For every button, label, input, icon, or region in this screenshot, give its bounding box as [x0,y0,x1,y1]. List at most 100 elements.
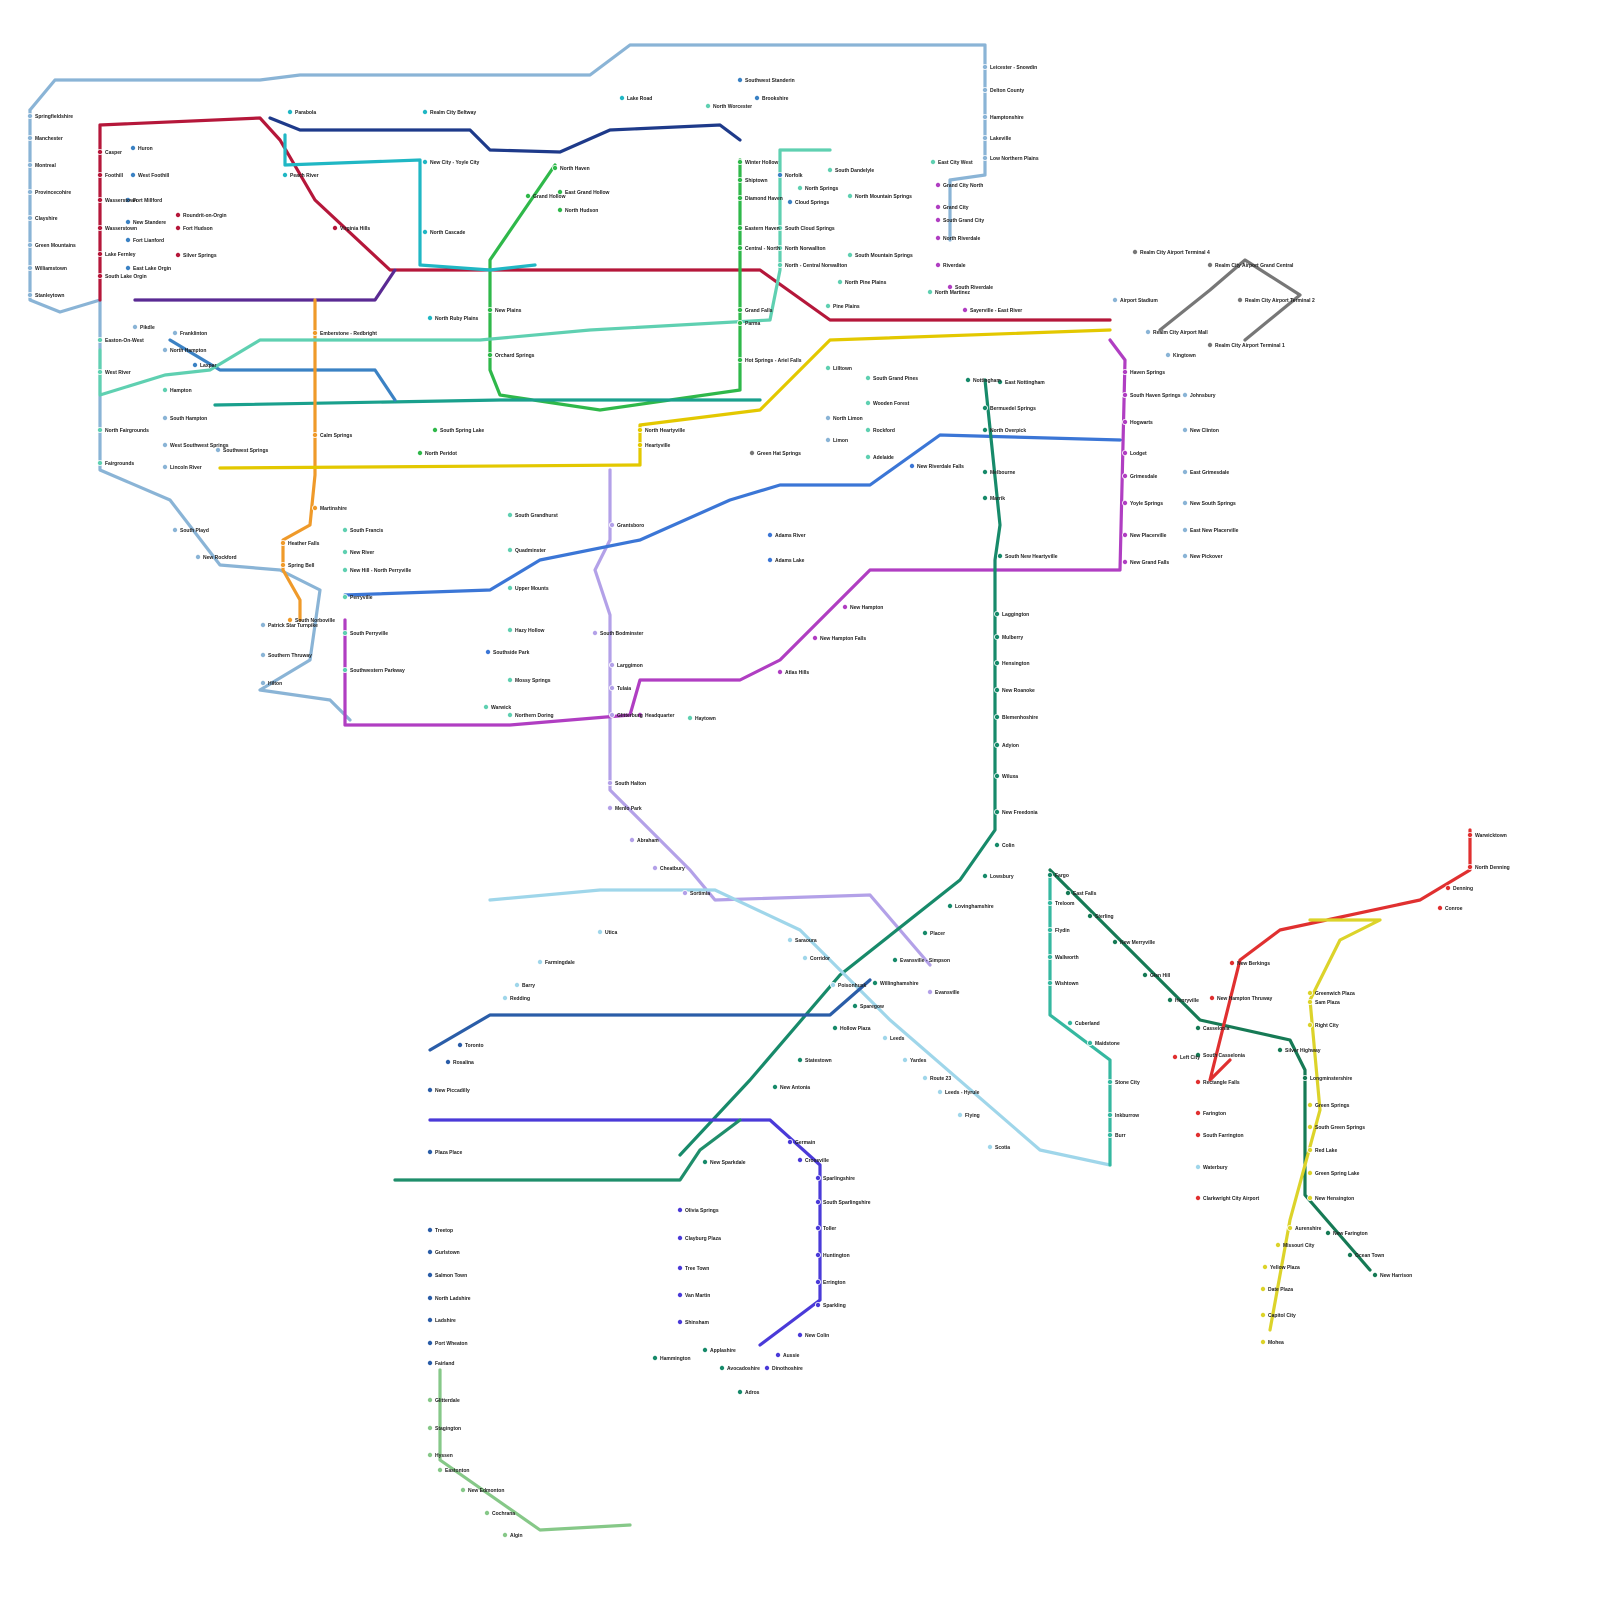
station-marker[interactable] [994,742,1001,749]
station-marker[interactable] [1067,1020,1074,1027]
station-marker[interactable] [837,278,844,285]
station-marker[interactable] [259,652,266,659]
station-marker[interactable] [174,224,181,231]
station-marker[interactable] [1260,1339,1267,1346]
station-marker[interactable] [194,554,201,561]
station-marker[interactable] [1307,1022,1314,1029]
station-marker[interactable] [957,1112,964,1119]
station-marker[interactable] [161,346,168,353]
station-marker[interactable] [131,323,138,330]
station-marker[interactable] [777,669,784,676]
station-marker[interactable] [26,214,33,221]
station-marker[interactable] [842,604,849,611]
station-marker[interactable] [129,171,136,178]
station-marker[interactable] [486,351,493,358]
station-marker[interactable] [797,184,804,191]
station-marker[interactable] [171,329,178,336]
station-marker[interactable] [311,504,318,511]
station-marker[interactable] [1437,905,1444,912]
station-marker[interactable] [421,228,428,235]
station-marker[interactable] [982,114,989,121]
station-marker[interactable] [281,171,288,178]
station-marker[interactable] [426,1249,433,1256]
station-marker[interactable] [994,611,1001,618]
station-marker[interactable] [426,1425,433,1432]
station-marker[interactable] [514,982,521,989]
station-marker[interactable] [97,426,104,433]
station-marker[interactable] [815,1225,822,1232]
station-marker[interactable] [982,154,989,161]
station-marker[interactable] [754,95,761,102]
station-marker[interactable] [125,218,132,225]
station-marker[interactable] [982,873,989,880]
station-marker[interactable] [1277,1047,1284,1054]
station-marker[interactable] [815,1175,822,1182]
station-marker[interactable] [161,463,168,470]
station-marker[interactable] [629,837,636,844]
station-marker[interactable] [637,712,644,719]
station-marker[interactable] [426,314,433,321]
station-marker[interactable] [506,585,513,592]
station-marker[interactable] [1347,1252,1354,1259]
station-marker[interactable] [171,527,178,534]
station-marker[interactable] [1195,1025,1202,1032]
station-marker[interactable] [1372,1272,1379,1279]
station-marker[interactable] [1237,296,1244,303]
station-marker[interactable] [1307,1147,1314,1154]
station-marker[interactable] [557,206,564,213]
station-marker[interactable] [1107,1079,1114,1086]
station-marker[interactable] [1209,995,1216,1002]
station-marker[interactable] [426,1397,433,1404]
station-marker[interactable] [1302,1075,1309,1082]
station-marker[interactable] [1122,499,1129,506]
station-marker[interactable] [737,356,744,363]
station-marker[interactable] [1087,1040,1094,1047]
station-marker[interactable] [1260,1312,1267,1319]
station-marker[interactable] [677,1235,684,1242]
station-marker[interactable] [825,436,832,443]
station-marker[interactable] [777,224,784,231]
station-marker[interactable] [557,188,564,195]
station-marker[interactable] [421,109,428,116]
station-marker[interactable] [935,203,942,210]
station-marker[interactable] [431,426,438,433]
station-marker[interactable] [865,399,872,406]
station-marker[interactable] [994,714,1001,721]
station-marker[interactable] [935,216,942,223]
station-marker[interactable] [501,1532,508,1539]
station-marker[interactable] [677,1207,684,1214]
station-marker[interactable] [777,261,784,268]
station-marker[interactable] [994,809,1001,816]
station-marker[interactable] [341,527,348,534]
station-marker[interactable] [922,930,929,937]
station-marker[interactable] [506,547,513,554]
station-marker[interactable] [772,1084,779,1091]
station-marker[interactable] [749,449,756,456]
station-marker[interactable] [777,171,784,178]
station-marker[interactable] [737,224,744,231]
station-marker[interactable] [341,549,348,556]
station-marker[interactable] [1275,1242,1282,1249]
station-marker[interactable] [607,805,614,812]
station-marker[interactable] [1307,1124,1314,1131]
station-marker[interactable] [825,414,832,421]
station-marker[interactable] [1122,418,1129,425]
station-marker[interactable] [705,103,712,110]
station-marker[interactable] [426,1295,433,1302]
station-marker[interactable] [882,1035,889,1042]
station-marker[interactable] [1182,391,1189,398]
station-marker[interactable] [1172,1054,1179,1061]
station-marker[interactable] [775,1352,782,1359]
station-marker[interactable] [865,453,872,460]
station-marker[interactable] [456,1042,463,1049]
station-marker[interactable] [637,426,644,433]
station-marker[interactable] [552,164,559,171]
station-marker[interactable] [1112,296,1119,303]
station-marker[interactable] [687,715,694,722]
station-marker[interactable] [426,1087,433,1094]
station-marker[interactable] [1107,1112,1114,1119]
station-marker[interactable] [767,532,774,539]
station-marker[interactable] [764,1365,771,1372]
station-marker[interactable] [341,667,348,674]
station-marker[interactable] [26,188,33,195]
